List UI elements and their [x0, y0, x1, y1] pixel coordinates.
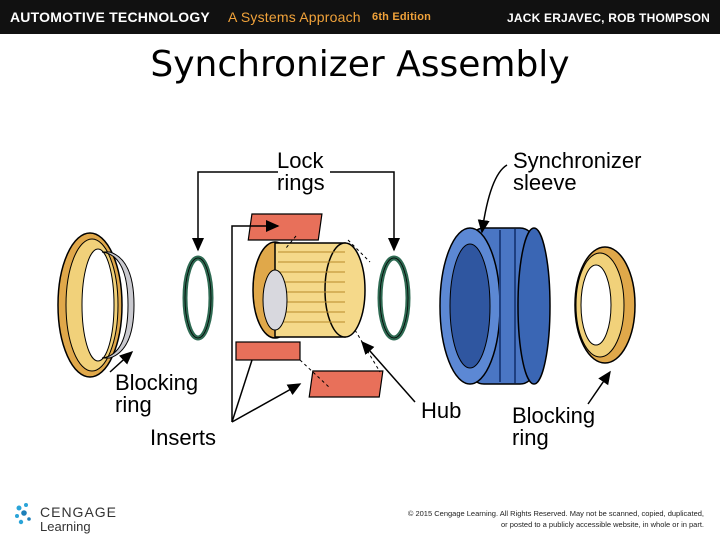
lock-ring-right — [377, 255, 411, 341]
blocking-ring-left — [57, 232, 135, 378]
header-bar: AUTOMOTIVE TECHNOLOGY A Systems Approach… — [0, 0, 720, 34]
logo-word-cengage: CENGAGE — [40, 504, 118, 520]
label-blocking-ring-right: Blocking ring — [512, 405, 595, 449]
hub — [252, 241, 366, 339]
insert-bottom — [308, 370, 384, 398]
label-blocking-ring-left-line2: ring — [115, 392, 152, 417]
insert-top — [247, 213, 323, 241]
label-lock-rings-line2: rings — [277, 170, 325, 195]
book-edition: 6th Edition — [372, 11, 432, 23]
label-synchronizer-sleeve-line2: sleeve — [513, 170, 577, 195]
label-blocking-ring-left: Blocking ring — [115, 372, 198, 416]
cengage-logo: CENGAGE Learning — [12, 500, 122, 536]
copyright-notice: © 2015 Cengage Learning. All Rights Rese… — [407, 509, 704, 529]
label-blocking-ring-right-line2: ring — [512, 425, 549, 450]
label-hub: Hub — [421, 398, 462, 423]
synchronizer-sleeve — [439, 227, 551, 385]
label-lock-rings-line1: Lock — [277, 148, 324, 173]
book-authors: JACK ERJAVEC, ROB THOMPSON — [506, 11, 710, 25]
label-inserts: Inserts — [150, 425, 217, 450]
book-subtitle: A Systems Approach — [228, 9, 361, 25]
slide-title: Synchronizer Assembly — [150, 44, 570, 85]
insert-middle — [235, 341, 301, 361]
book-title: AUTOMOTIVE TECHNOLOGY — [10, 9, 210, 25]
logo-word-learning: Learning — [40, 519, 91, 534]
label-synchronizer-sleeve: Synchronizer sleeve — [513, 150, 641, 194]
label-lock-rings: Lock rings — [277, 150, 325, 194]
label-blocking-ring-left-line1: Blocking — [115, 370, 199, 395]
blocking-ring-right — [574, 246, 636, 364]
leader-lines — [109, 164, 611, 423]
label-synchronizer-sleeve-line1: Synchronizer — [513, 148, 642, 173]
cengage-logo-icon — [15, 503, 31, 525]
lock-ring-left — [182, 255, 214, 341]
label-blocking-ring-right-line1: Blocking — [512, 403, 596, 428]
